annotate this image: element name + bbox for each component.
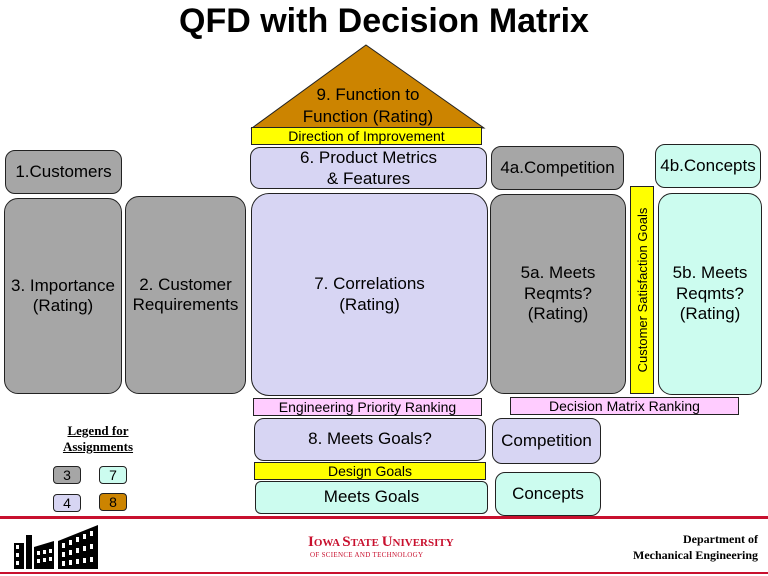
concepts-header-box: 4b.Concepts <box>655 144 761 188</box>
direction-of-improvement: Direction of Improvement <box>251 127 482 145</box>
page-title: QFD with Decision Matrix <box>179 2 589 40</box>
concepts-bottom-box: Concepts <box>495 472 601 516</box>
legend-title: Legend for Assignments <box>62 423 134 455</box>
isu-letters-owa: OWA <box>313 537 343 549</box>
isu-building-logo <box>14 525 98 569</box>
customer-satisfaction-goals-bar: Customer Satisfaction Goals <box>630 186 654 394</box>
legend-swatch-7: 7 <box>99 466 127 484</box>
meets-reqmts-a-box: 5a. Meets Reqmts? (Rating) <box>490 194 626 394</box>
competition-bottom-box: Competition <box>492 418 601 464</box>
meets-goals-box: Meets Goals <box>255 481 488 514</box>
legend-swatch-4: 4 <box>53 494 81 512</box>
isu-letter-i: I <box>308 534 314 550</box>
legend-swatch-8: 8 <box>99 493 127 511</box>
correlations-box: 7. Correlations (Rating) <box>251 193 488 396</box>
customer-satisfaction-goals-label: Customer Satisfaction Goals <box>634 207 650 373</box>
importance-box: 3. Importance (Rating) <box>4 198 122 394</box>
decision-matrix-ranking: Decision Matrix Ranking <box>510 397 739 415</box>
roof-label: 9. Function to Function (Rating) <box>302 85 434 127</box>
isu-subline: OF SCIENCE AND TECHNOLOGY <box>310 551 424 559</box>
design-goals-bar: Design Goals <box>254 462 486 480</box>
customers-box: 1.Customers <box>5 150 122 194</box>
footer-divider <box>0 516 768 519</box>
isu-wordmark: IOWA STATE UNIVERSITY <box>308 533 454 551</box>
customer-requirements-box: 2. Customer Requirements <box>125 196 246 394</box>
footer-bottom-line <box>0 572 768 574</box>
meets-goals-question-box: 8. Meets Goals? <box>254 418 486 461</box>
isu-letters-niversity: NIVERSITY <box>392 537 454 549</box>
department-line-1: Department of <box>683 532 758 546</box>
isu-letter-s: S <box>342 534 351 550</box>
product-metrics-box: 6. Product Metrics & Features <box>250 147 487 189</box>
department-line-2: Mechanical Engineering <box>633 547 758 562</box>
engineering-priority-ranking: Engineering Priority Ranking <box>253 398 482 416</box>
isu-letter-u: U <box>381 534 393 550</box>
department-label: Department of Mechanical Engineering <box>560 532 758 563</box>
isu-letters-tate: TATE <box>350 537 382 549</box>
competition-header-box: 4a.Competition <box>491 146 624 190</box>
legend-swatch-3: 3 <box>53 466 81 484</box>
meets-reqmts-b-box: 5b. Meets Reqmts? (Rating) <box>658 193 762 395</box>
